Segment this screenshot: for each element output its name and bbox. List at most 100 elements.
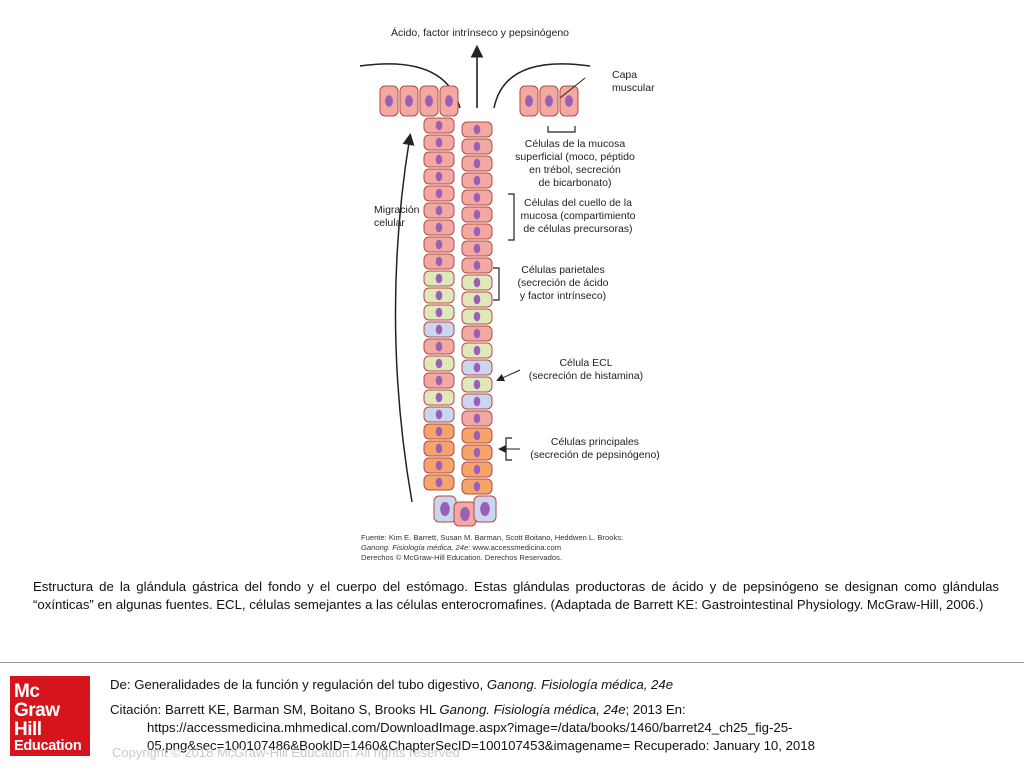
ecl-line1: Célula ECL: [559, 357, 613, 369]
migracion-label: Migración celular: [374, 204, 420, 230]
gland-cell-left-nucleus: [435, 205, 443, 216]
gland-cell-left-nucleus: [435, 120, 443, 131]
cuello-line1: Células del cuello de la: [524, 197, 632, 209]
gland-cell-left-nucleus: [435, 409, 443, 420]
gland-cell-left-nucleus: [435, 443, 443, 454]
surface-cell-nucleus: [385, 95, 393, 107]
logo-line4: Education: [14, 738, 82, 754]
bracket-cuello: [508, 193, 515, 241]
source-line2: Ganong. Fisiología médica, 24e: www.acce…: [361, 543, 661, 553]
reference-block: De: Generalidades de la función y regula…: [110, 676, 1010, 755]
gland-cell-right-nucleus: [473, 141, 481, 152]
mcgraw-hill-logo: Mc Graw Hill Education: [10, 676, 90, 756]
reference-de: De: Generalidades de la función y regula…: [110, 676, 1010, 694]
gland-cell-right-nucleus: [473, 158, 481, 169]
gland-cell-right-nucleus: [473, 226, 481, 237]
cit-book: Ganong. Fisiología médica, 24e: [439, 702, 626, 717]
principales-label: Células principales (secreción de pepsin…: [520, 436, 670, 462]
gland-cell-right-nucleus: [473, 277, 481, 288]
leader-ecl: [496, 369, 521, 382]
bracket-capa: [547, 126, 576, 133]
gland-cell-left-nucleus: [435, 426, 443, 437]
surface-cell-nucleus: [525, 95, 533, 107]
source-line1: Fuente: Kim E. Barrett, Susan M. Barman,…: [361, 533, 624, 542]
reference-citacion: Citación: Barrett KE, Barman SM, Boitano…: [110, 701, 1010, 719]
divider: [0, 662, 1024, 663]
gland-cell-left-nucleus: [435, 256, 443, 267]
gland-cell-right-nucleus: [473, 192, 481, 203]
gland-cell-left-nucleus: [435, 375, 443, 386]
copyright: Copyright © 2018 McGraw-Hill Education. …: [112, 745, 460, 760]
surface-cell-nucleus: [425, 95, 433, 107]
logo-line3: Hill: [14, 719, 42, 740]
de-label: De:: [110, 677, 135, 692]
superficial-line4: de bicarbonato): [538, 177, 612, 189]
gland-cell-left-nucleus: [435, 358, 443, 369]
gland-cell-right-nucleus: [473, 209, 481, 220]
gland-cell-left-nucleus: [435, 392, 443, 403]
capa-muscular-label: Capa muscular: [612, 69, 655, 95]
logo-line2: Graw: [14, 700, 60, 721]
cuello-label: Células del cuello de la mucosa (compart…: [508, 197, 648, 236]
ecl-line2: (secreción de histamina): [528, 370, 644, 382]
gland-cell-left-nucleus: [435, 239, 443, 250]
migration-arrow: [394, 133, 415, 503]
gland-cell-right-nucleus: [473, 294, 481, 305]
gland-cell-left-nucleus: [435, 307, 443, 318]
gland-cell-left-nucleus: [435, 188, 443, 199]
superficial-label: Células de la mucosa superficial (moco, …: [500, 138, 650, 190]
surface-cell-nucleus: [545, 95, 553, 107]
gland-cell-right-nucleus: [473, 175, 481, 186]
reference-url-line1[interactable]: https://accessmedicina.mhmedical.com/Dow…: [147, 720, 793, 735]
cit-rest: ; 2013 En:: [625, 702, 686, 717]
gland-cell-right-nucleus: [473, 260, 481, 271]
figure-caption: Estructura de la glándula gástrica del f…: [33, 579, 999, 612]
gland-cell-right-nucleus: [473, 124, 481, 135]
gland-cell-left-nucleus: [435, 477, 443, 488]
parietales-line1: Células parietales: [521, 264, 605, 276]
gland-cell-left-nucleus: [435, 273, 443, 284]
gland-cell-right-nucleus: [473, 362, 481, 373]
capa-line2: muscular: [612, 82, 655, 94]
gland-cell-right-nucleus: [473, 447, 481, 458]
source-book: Ganong. Fisiología médica, 24e:: [361, 543, 471, 552]
parietales-line3: y factor intrínseco): [519, 290, 607, 302]
migracion-line1: Migración: [374, 204, 420, 216]
gland-cell-right-nucleus: [473, 345, 481, 356]
principales-line2: (secreción de pepsinógeno): [530, 449, 660, 461]
de-book: Ganong. Fisiología médica, 24e: [486, 677, 674, 692]
base-cell-nucleus: [460, 506, 470, 522]
top-label: Ácido, factor intrínseco y pepsinógeno: [390, 27, 570, 39]
cit-label: Citación:: [110, 702, 165, 717]
capa-line1: Capa: [612, 69, 638, 81]
base-cell-nucleus: [480, 501, 490, 517]
principales-line1: Células principales: [550, 436, 640, 448]
gland-cell-right-nucleus: [473, 243, 481, 254]
gland-cell-right-nucleus: [473, 328, 481, 339]
reference-url-line2[interactable]: 05.png&sec=100107486&BookID=1460&Chapter…: [147, 738, 815, 753]
logo-line1: Mc: [14, 681, 40, 702]
gastric-gland-diagram: [359, 44, 591, 527]
superficial-line1: Células de la mucosa: [524, 138, 626, 150]
de-text: Generalidades de la función y regulación…: [134, 677, 487, 692]
gland-cells: [379, 85, 579, 527]
gland-cell-left-nucleus: [435, 460, 443, 471]
gland-cell-right-nucleus: [473, 430, 481, 441]
bracket-parietales: [493, 267, 500, 301]
gland-cell-right-nucleus: [473, 396, 481, 407]
gland-cell-right-nucleus: [473, 481, 481, 492]
surface-cell-nucleus: [445, 95, 453, 107]
parietales-label: Células parietales (secreción de ácido y…: [498, 264, 628, 303]
gland-cell-left-nucleus: [435, 290, 443, 301]
right-curve-line: [493, 63, 591, 109]
cuello-line2: mucosa (compartimiento: [520, 210, 636, 222]
gland-cell-left-nucleus: [435, 154, 443, 165]
superficial-line3: en trébol, secreción: [529, 164, 621, 176]
gland-cell-right-nucleus: [473, 379, 481, 390]
leader-capa: [559, 77, 586, 99]
gland-cell-right-nucleus: [473, 311, 481, 322]
ecl-label: Célula ECL (secreción de histamina): [516, 357, 656, 383]
gland-cell-left-nucleus: [435, 341, 443, 352]
gland-cell-left-nucleus: [435, 324, 443, 335]
gland-cell-left-nucleus: [435, 137, 443, 148]
